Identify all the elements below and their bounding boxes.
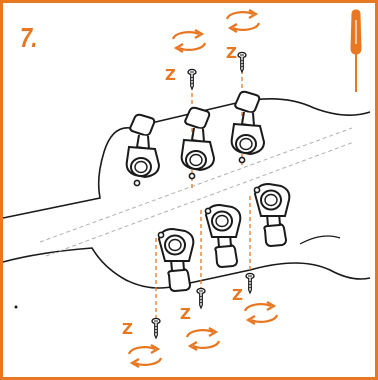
rotation-arrows-icon xyxy=(171,28,207,54)
tuning-peg-icon xyxy=(230,90,265,164)
headstock-outline xyxy=(2,98,371,219)
tuning-peg-icon xyxy=(125,113,160,187)
screw-label: Z xyxy=(180,305,191,323)
screwdriver-icon xyxy=(350,9,362,92)
screw-icon xyxy=(196,287,206,309)
step-number: 7. xyxy=(20,22,37,53)
screw-label: Z xyxy=(226,44,237,62)
tuning-peg-icon xyxy=(253,183,291,247)
screw-label: Z xyxy=(122,320,133,338)
tuning-peg-icon xyxy=(204,204,242,268)
screw-icon xyxy=(245,272,255,294)
rotation-arrows-icon xyxy=(243,300,279,326)
screw-icon xyxy=(151,317,161,339)
rotation-arrows-icon xyxy=(127,343,163,369)
headstock-outline-lower xyxy=(2,247,371,289)
screw-label: Z xyxy=(232,286,243,304)
screw-icon xyxy=(187,68,197,90)
tuning-peg-icon xyxy=(157,228,195,292)
rotation-arrows-icon xyxy=(185,326,221,352)
rotation-arrows-icon xyxy=(225,8,261,34)
tuning-peg-icon xyxy=(180,106,215,180)
screw-icon xyxy=(237,51,247,73)
screw-label: Z xyxy=(165,66,176,84)
